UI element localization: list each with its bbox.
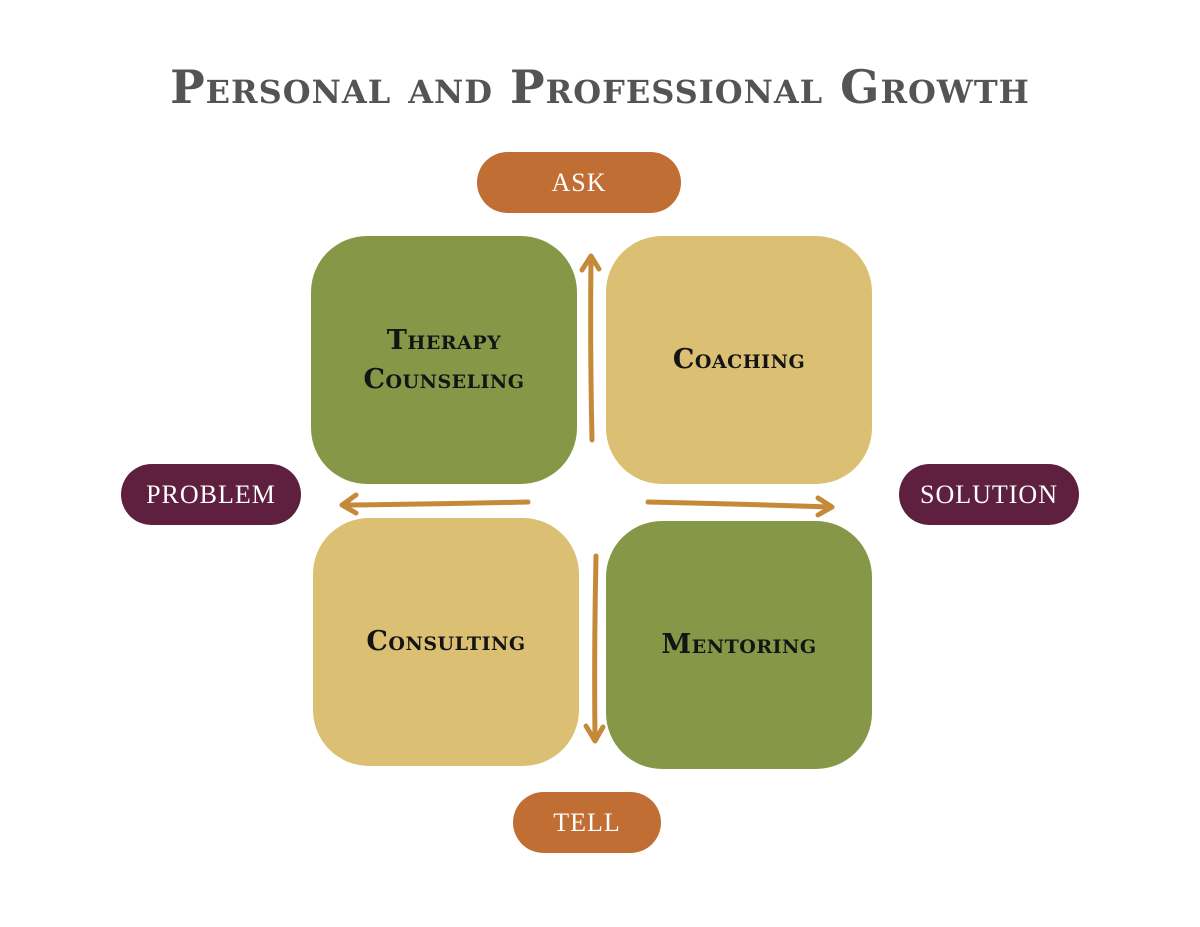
- quadrant-label: Mentoring: [661, 629, 817, 661]
- ask-label: ASK: [477, 152, 681, 213]
- problem-label: PROBLEM: [121, 464, 301, 525]
- page-title: Personal and Professional Growth: [170, 60, 1030, 114]
- arrow-left-icon: [342, 499, 531, 508]
- quadrant-coaching: Coaching: [606, 236, 872, 484]
- arrow-down-icon: [592, 553, 599, 741]
- arrow-up-head-icon: [579, 253, 602, 273]
- arrow-left-head-icon: [339, 492, 359, 516]
- arrow-right-icon: [645, 499, 833, 510]
- quadrant-consulting: Consulting: [313, 518, 579, 766]
- arrow-up-icon: [588, 255, 595, 443]
- arrow-right-head-icon: [815, 495, 835, 518]
- quadrant-label-line: Counseling: [363, 364, 525, 395]
- quadrant-label-line: Therapy: [386, 324, 502, 356]
- arrow-down-head-icon: [583, 723, 606, 744]
- quadrant-label: Consulting: [366, 626, 526, 658]
- solution-label: SOLUTION: [899, 464, 1079, 525]
- quadrant-therapy-counseling: Therapy Counseling: [311, 236, 577, 484]
- quadrant-mentoring: Mentoring: [606, 521, 872, 769]
- tell-label: TELL: [513, 792, 661, 853]
- quadrant-label: Coaching: [672, 344, 806, 376]
